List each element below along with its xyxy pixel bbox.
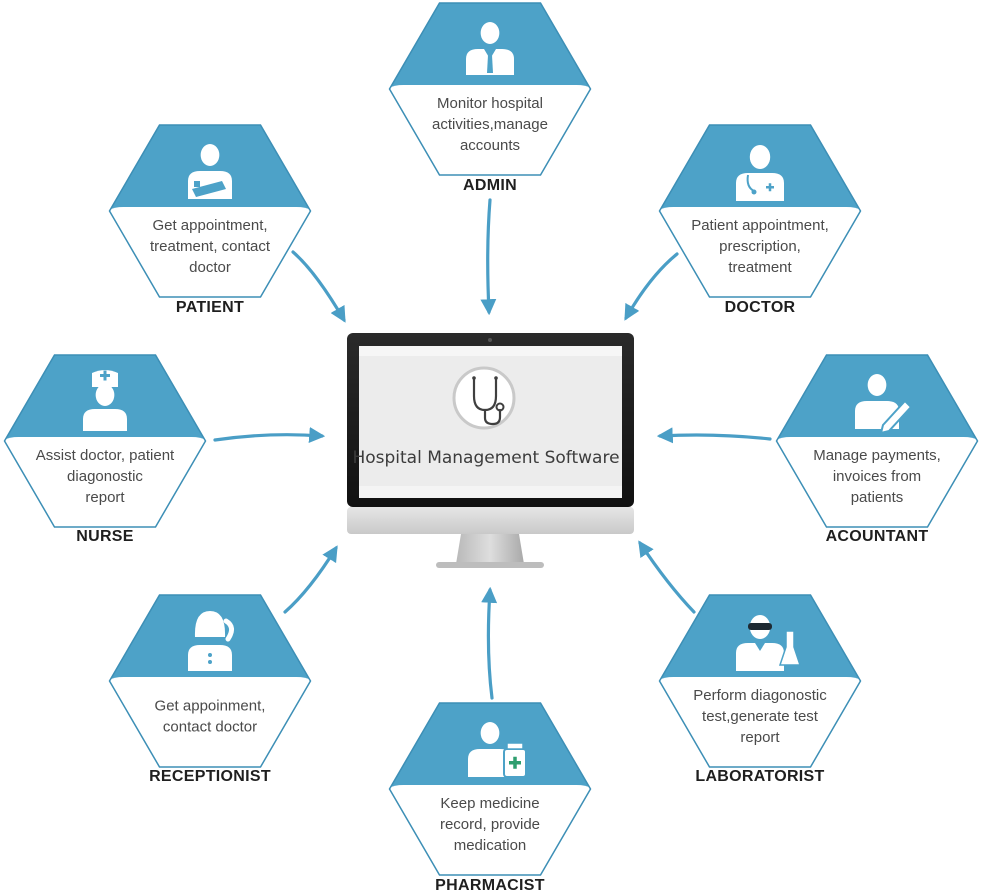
description-panel-admin (389, 85, 591, 175)
description-panel-laboratorist (659, 677, 861, 767)
description-panel-accountant (776, 437, 978, 527)
connector-arrow-pharmacist (481, 586, 498, 700)
connector-arrow-nurse (213, 427, 326, 443)
role-card-pharmacist: Keep medicine record, provide medicationPH… (388, 702, 592, 894)
role-description-line: accounts (460, 137, 520, 154)
admin-person-icon (466, 22, 514, 75)
monitor-chin (347, 507, 634, 534)
screen-toolbar (359, 346, 622, 356)
connector-arrow-patient (291, 250, 346, 323)
role-description-line: Get appointment, (152, 217, 267, 234)
role-description-line: medication (454, 837, 527, 854)
nurse-icon (83, 370, 127, 431)
connector-arrow-accountant (656, 427, 772, 444)
role-card-laboratorist: Perform diagonostic test,generate test rep… (658, 594, 862, 785)
role-label-laboratorist: LABORATORIST (695, 768, 824, 785)
software-title: Hospital Management Software (352, 448, 619, 468)
role-description-line: patients (851, 489, 904, 506)
role-card-accountant: Manage payments, invoices from patientsACO… (775, 354, 979, 545)
description-panel-patient (109, 207, 311, 297)
role-card-doctor: Patient appointment, prescription, treatme… (658, 124, 862, 316)
role-description-line: Assist doctor, patient (36, 447, 175, 464)
role-description-line: record, provide (440, 816, 540, 833)
accountant-icon (855, 374, 913, 435)
pharmacist-icon (468, 722, 527, 778)
role-label-receptionist: RECEPTIONIST (149, 768, 271, 785)
monitor: Hospital Management Software (347, 333, 634, 568)
description-panel-pharmacist (389, 785, 591, 875)
connector-arrow-laboratorist (638, 540, 696, 614)
role-label-patient: PATIENT (176, 299, 244, 316)
role-card-nurse: Assist doctor, patient diagonostic reportN… (3, 354, 207, 545)
role-description-line: invoices from (833, 468, 921, 485)
description-panel-nurse (4, 437, 206, 527)
role-description-line: Get appoinment, (155, 698, 266, 715)
role-description-line: Patient appointment, (691, 217, 829, 234)
role-label-admin: ADMIN (463, 177, 517, 194)
role-description-line: doctor (189, 259, 231, 276)
role-description-line: Monitor hospital (437, 95, 543, 112)
doctor-icon (736, 145, 784, 201)
stethoscope-icon (452, 366, 516, 430)
receptionist-icon (188, 611, 234, 671)
role-description-line: treatment (728, 259, 792, 276)
laboratorist-icon (736, 615, 802, 671)
connector-arrow-receptionist (283, 545, 338, 614)
connector-arrow-admin (480, 198, 497, 316)
role-description-line: Manage payments, (813, 447, 941, 464)
role-card-receptionist: Get appoinment, contact doctorRECEPTIONIS… (108, 594, 312, 785)
connector-arrows (213, 198, 772, 700)
role-description-line: prescription, (719, 238, 801, 255)
description-panel-doctor (659, 207, 861, 297)
role-description-line: contact doctor (163, 719, 257, 736)
role-label-doctor: DOCTOR (725, 299, 796, 316)
role-description-line: treatment, contact (150, 238, 271, 255)
role-description-line: Keep medicine (440, 795, 539, 812)
role-description-line: activities,manage (432, 116, 548, 133)
patient-icon (188, 144, 232, 199)
role-description-line: diagonostic (67, 468, 143, 485)
role-description-line: report (85, 489, 125, 506)
connector-arrow-doctor (624, 252, 679, 321)
role-label-nurse: NURSE (76, 528, 134, 545)
role-description-line: Perform diagonostic (693, 687, 827, 704)
description-panel-receptionist (109, 677, 311, 767)
role-description-line: test,generate test (702, 708, 819, 725)
screen-footer (359, 486, 622, 498)
role-card-admin: Monitor hospital activities,manage account… (388, 2, 592, 194)
monitor-base (436, 562, 544, 568)
role-card-patient: Get appointment, treatment, contact doctor… (108, 124, 312, 316)
monitor-stand (456, 534, 524, 564)
role-label-pharmacist: PHARMACIST (435, 877, 545, 894)
monitor-camera (488, 338, 492, 342)
role-label-accountant: ACOUNTANT (826, 528, 929, 545)
role-description-line: report (740, 729, 780, 746)
